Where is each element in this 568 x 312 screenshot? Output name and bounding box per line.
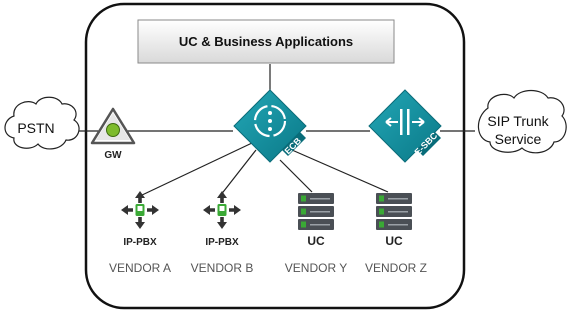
uc-business-applications-box: UC & Business Applications — [137, 19, 395, 64]
gateway-icon: GW — [90, 107, 136, 161]
sip-trunk-label-line1: SIP Trunk — [487, 113, 549, 129]
vendor-z-device-label: UC — [385, 234, 403, 248]
vendor-a-name: VENDOR A — [109, 261, 171, 275]
vendor-y-name: VENDOR Y — [285, 261, 347, 275]
ip-pbx-icon — [121, 191, 159, 229]
vendor-z-name: VENDOR Z — [365, 261, 427, 275]
uc-business-applications-label: UC & Business Applications — [179, 34, 353, 49]
vendor-y-device-label: UC — [307, 234, 325, 248]
pstn-label: PSTN — [17, 120, 54, 136]
esbc-icon: E-SBC — [368, 89, 442, 163]
vendor-b-name: VENDOR B — [191, 261, 254, 275]
connections — [50, 64, 475, 197]
gateway-label: GW — [104, 150, 122, 161]
vendor-a-device-label: IP-PBX — [123, 237, 157, 248]
gateway-status-light — [106, 123, 120, 137]
sip-trunk-label-line2: Service — [495, 131, 542, 147]
pstn-cloud: PSTN — [4, 96, 80, 150]
ip-pbx-icon — [203, 191, 241, 229]
server-rack-icon — [298, 193, 334, 230]
server-rack-icon — [376, 193, 412, 230]
sip-trunk-cloud: SIP Trunk Service — [477, 89, 567, 154]
vendor-b-device-label: IP-PBX — [205, 237, 239, 248]
